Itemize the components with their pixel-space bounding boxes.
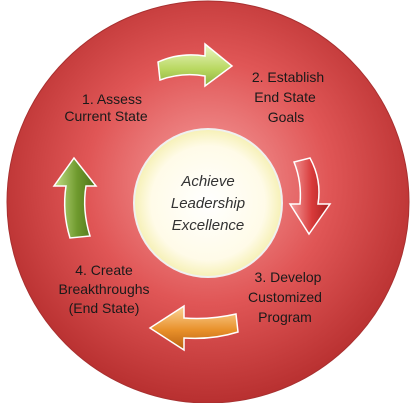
step-1-line-1: 1. Assess: [82, 91, 142, 107]
step-4-line-3: (End State): [69, 300, 140, 316]
step-3-line-2: Customized: [248, 289, 322, 305]
step-3-line-3: Program: [258, 309, 312, 325]
step-3-label: 3. Develop Customized Program: [248, 269, 322, 325]
center-circle: [133, 128, 283, 278]
step-2-line-1: 2. Establish: [252, 69, 324, 85]
step-3-line-1: 3. Develop: [255, 269, 322, 285]
arrow-up-icon: [52, 156, 98, 239]
center-line-3: Excellence: [172, 217, 245, 234]
step-2-line-3: Goals: [268, 109, 305, 125]
step-1-label: 1. Assess Current State: [64, 91, 147, 124]
arrow-right-icon: [157, 42, 234, 88]
step-2-label: 2. Establish End State Goals: [252, 69, 324, 125]
step-4-line-1: 4. Create: [75, 262, 133, 278]
step-1-line-2: Current State: [64, 108, 147, 124]
arrow-down-icon: [288, 157, 332, 236]
arrow-left-icon: [148, 304, 239, 352]
step-4-label: 4. Create Breakthroughs (End State): [58, 262, 149, 316]
step-4-line-2: Breakthroughs: [58, 281, 149, 297]
center-line-1: Achieve: [180, 173, 234, 190]
step-2-line-2: End State: [254, 89, 316, 105]
center-line-2: Leadership: [171, 195, 245, 212]
